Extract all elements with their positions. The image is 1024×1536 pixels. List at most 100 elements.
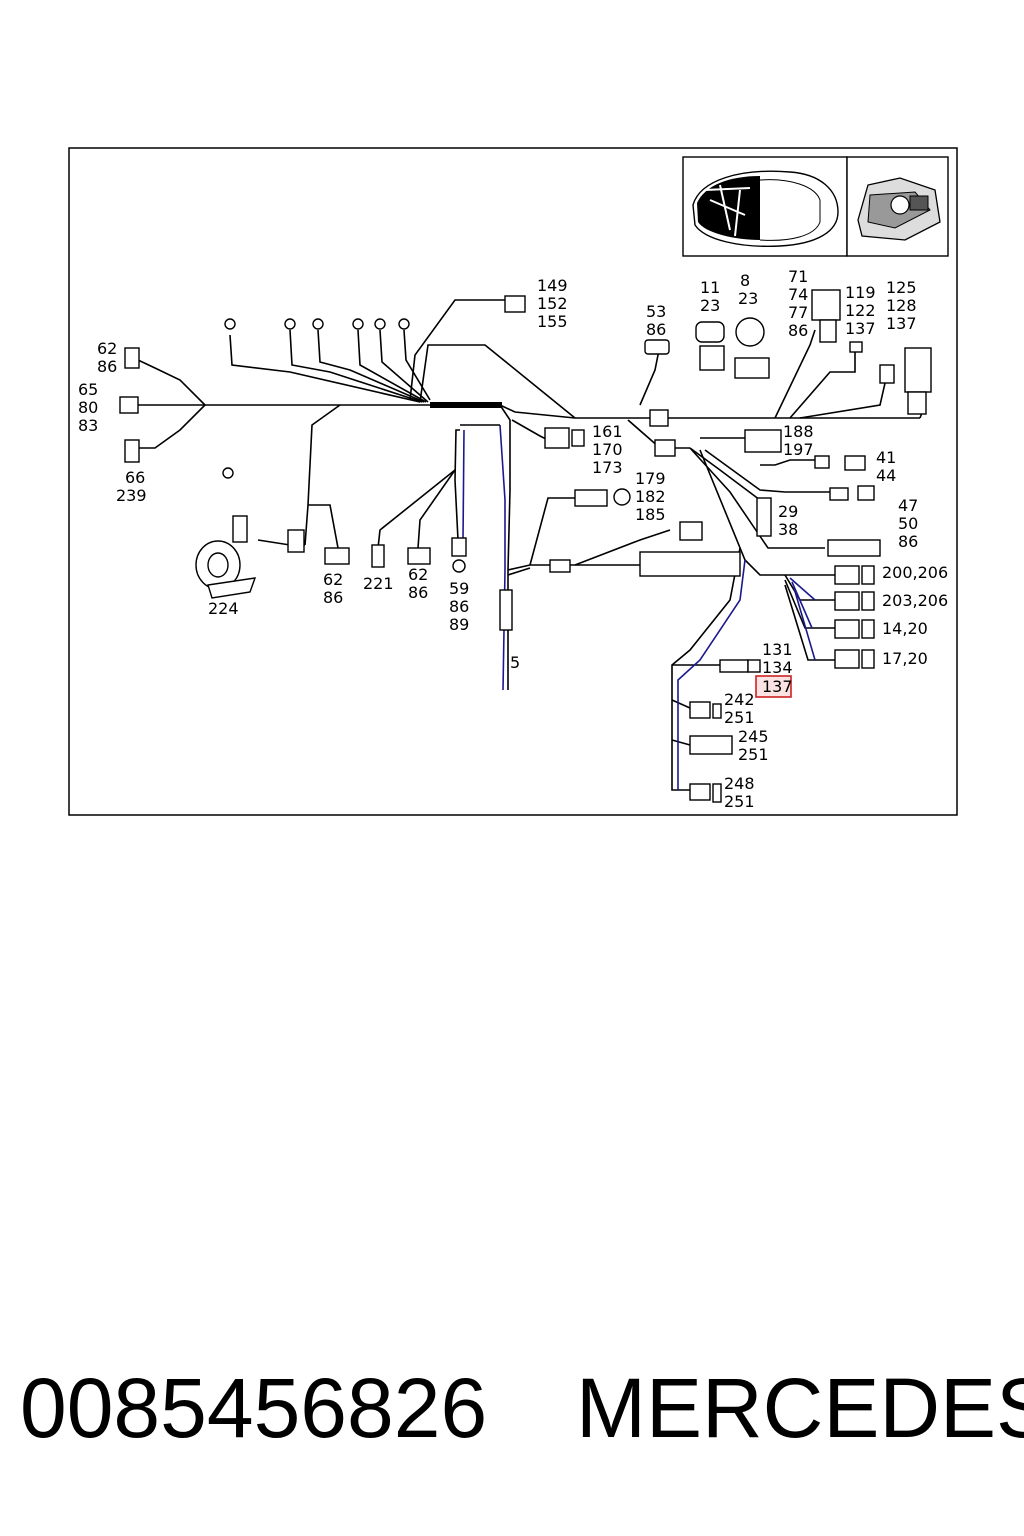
- svg-text:134: 134: [762, 658, 793, 677]
- svg-text:149: 149: [537, 276, 568, 295]
- svg-text:119: 119: [845, 283, 876, 302]
- svg-text:86: 86: [449, 597, 469, 616]
- svg-text:47: 47: [898, 496, 918, 515]
- svg-text:173: 173: [592, 458, 623, 477]
- label-224: 224: [208, 599, 239, 618]
- svg-text:131: 131: [762, 640, 793, 659]
- svg-text:251: 251: [738, 745, 769, 764]
- svg-text:71: 71: [788, 267, 808, 286]
- svg-text:137: 137: [845, 319, 876, 338]
- svg-text:185: 185: [635, 505, 666, 524]
- label-5: 5: [510, 653, 520, 672]
- svg-text:23: 23: [700, 296, 720, 315]
- svg-text:11: 11: [700, 278, 720, 297]
- svg-text:23: 23: [738, 289, 758, 308]
- svg-text:248: 248: [724, 774, 755, 793]
- svg-text:86: 86: [646, 320, 666, 339]
- svg-text:62: 62: [408, 565, 428, 584]
- svg-text:38: 38: [778, 520, 798, 539]
- main-harness-trunk: [135, 299, 926, 791]
- svg-text:86: 86: [323, 588, 343, 607]
- svg-text:89: 89: [449, 615, 469, 634]
- svg-text:77: 77: [788, 303, 808, 322]
- svg-text:245: 245: [738, 727, 769, 746]
- engine-overview-thumbnail[interactable]: [846, 156, 949, 257]
- svg-text:125: 125: [886, 278, 917, 297]
- highlight-box[interactable]: [755, 675, 792, 698]
- svg-text:86: 86: [97, 357, 117, 376]
- vehicle-overview-thumbnail[interactable]: [682, 156, 848, 257]
- diagram-frame: [68, 147, 958, 816]
- svg-text:155: 155: [537, 312, 568, 331]
- ring-terminal-connectors[interactable]: [222, 318, 410, 479]
- svg-text:86: 86: [898, 532, 918, 551]
- svg-text:66: 66: [125, 468, 145, 487]
- svg-text:29: 29: [778, 502, 798, 521]
- footer: 0085456826 MERCEDES: [0, 1360, 1024, 1470]
- part-number: 0085456826: [20, 1361, 488, 1455]
- svg-text:62: 62: [97, 339, 117, 358]
- svg-text:62: 62: [323, 570, 343, 589]
- svg-text:59: 59: [449, 579, 469, 598]
- svg-text:239: 239: [116, 486, 147, 505]
- svg-text:122: 122: [845, 301, 876, 320]
- svg-text:170: 170: [592, 440, 623, 459]
- svg-text:182: 182: [635, 487, 666, 506]
- svg-text:128: 128: [886, 296, 917, 315]
- svg-text:188: 188: [783, 422, 814, 441]
- svg-text:80: 80: [78, 398, 98, 417]
- svg-text:179: 179: [635, 469, 666, 488]
- label-203-206: 203,206: [882, 591, 948, 610]
- label-8-23: 823: [738, 271, 758, 308]
- label-200-206: 200,206: [882, 563, 948, 582]
- label-221: 221: [363, 574, 394, 593]
- highlighted-label-137: 137: [762, 677, 793, 696]
- svg-text:83: 83: [78, 416, 98, 435]
- svg-text:41: 41: [876, 448, 896, 467]
- svg-text:161: 161: [592, 422, 623, 441]
- svg-text:242: 242: [724, 690, 755, 709]
- harness-sleeves: [499, 409, 676, 631]
- svg-text:74: 74: [788, 285, 808, 304]
- label-17-20: 17,20: [882, 649, 928, 668]
- svg-text:86: 86: [788, 321, 808, 340]
- svg-text:251: 251: [724, 708, 755, 727]
- svg-text:197: 197: [783, 440, 814, 459]
- svg-text:8: 8: [740, 271, 750, 290]
- horn-component[interactable]: [195, 540, 257, 599]
- svg-text:53: 53: [646, 302, 666, 321]
- connector-plugs[interactable]: [119, 289, 932, 803]
- svg-text:65: 65: [78, 380, 98, 399]
- svg-text:137: 137: [886, 314, 917, 333]
- svg-text:44: 44: [876, 466, 896, 485]
- svg-text:251: 251: [724, 792, 755, 811]
- brand-name: MERCEDES: [576, 1361, 1024, 1455]
- svg-text:50: 50: [898, 514, 918, 533]
- label-14-20: 14,20: [882, 619, 928, 638]
- svg-text:152: 152: [537, 294, 568, 313]
- svg-text:86: 86: [408, 583, 428, 602]
